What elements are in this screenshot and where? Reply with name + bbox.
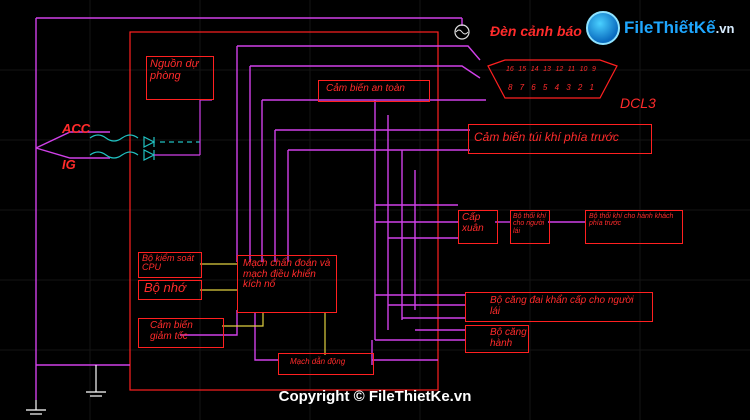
passenger-inflator-box [585,210,683,244]
seatbelt-pretensioner-label: Bộ căng đai khẩn cấp cho người lái [490,295,634,317]
power-supply-box [458,210,498,244]
cpu-monitor-box [138,252,202,278]
safety-sensor-box [318,80,430,102]
diode-icon [143,149,156,161]
logo-tld: .vn [715,21,735,36]
passenger-inflator-label: Bộ thổi khí cho hành khách phía trước [589,213,674,228]
acc-label: ACC [62,121,91,136]
ig-label: IG [62,157,76,172]
backup-power-box [146,56,214,100]
connector-pin: 16 [506,66,514,73]
logo-badge-icon [586,11,620,45]
copyright-text: Copyright © FileThietKe.vn [278,388,472,405]
warning-light-label: Đèn cảnh báo [490,23,582,39]
driver-inflator-box [510,210,550,244]
safety-sensor-label: Cảm biến an toàn [326,83,405,94]
decel-sensor-box [138,318,224,348]
decel-sensor-label: Cảm biến giảm tốc [150,320,193,342]
connector-bottom-pins: 8 7 6 5 4 3 2 1 [508,83,594,92]
connector-pin: 4 [554,83,560,92]
front-airbag-sensor-label: Cảm biến túi khí phía trước [474,130,619,144]
connector-pin: 9 [592,66,596,73]
backup-power-label: Nguồn dự phòng [150,58,199,82]
memory-box [138,280,202,300]
driver-inflator-label: Bộ thổi khí cho người lái [513,213,547,235]
connector-pin: 5 [542,83,548,92]
connector-pin: 14 [530,66,539,73]
connector-pin: 13 [543,66,551,73]
front-airbag-sensor-box [468,124,652,154]
site-logo: FileThiếtKế.vn [586,8,734,48]
drive-circuit-label: Mạch dẫn động [290,357,346,366]
connector-pin: 11 [567,66,576,73]
logo-text: FileThiếtKế.vn [624,18,734,38]
dlc3-connector [487,59,618,99]
acc-ig-feed [89,99,212,161]
diode-icon [143,136,156,148]
connector-name-label: DCL3 [620,95,656,111]
wires [35,17,585,400]
aux-lines [200,263,326,355]
connector-pin: 12 [555,66,564,73]
drive-circuit-box [278,353,374,375]
cpu-monitor-label: Bộ kiểm soát CPU [142,253,195,273]
warning-lamp-icon [454,24,470,40]
connector-pin: 7 [519,83,525,92]
memory-label: Bộ nhớ [144,280,186,295]
connector-pin: 6 [531,83,536,92]
ground-icon [86,365,106,397]
connector-pin: 8 [508,83,513,92]
connector-pin: 10 [579,66,588,73]
diag-control-box [237,255,337,313]
connector-pin: 2 [577,83,583,92]
passenger-unit-label: Bộ căng hành [490,327,527,349]
seatbelt-pretensioner-box [465,292,653,322]
airbag-ecu-outline [129,31,439,391]
logo-name: FileThiếtKế [624,18,716,37]
connector-pin: 15 [518,66,527,73]
ground-icon [26,400,46,415]
power-supply-label: Cấp xuân [462,212,484,234]
connector-pin: 3 [566,83,571,92]
passenger-unit-box [465,325,529,353]
diag-control-label: Mạch chẩn đoán và mạch điều khiển kích n… [243,258,331,290]
connector-pin: 1 [589,83,594,92]
connector-top-pins: 16 15 14 13 12 11 10 9 [506,66,596,73]
